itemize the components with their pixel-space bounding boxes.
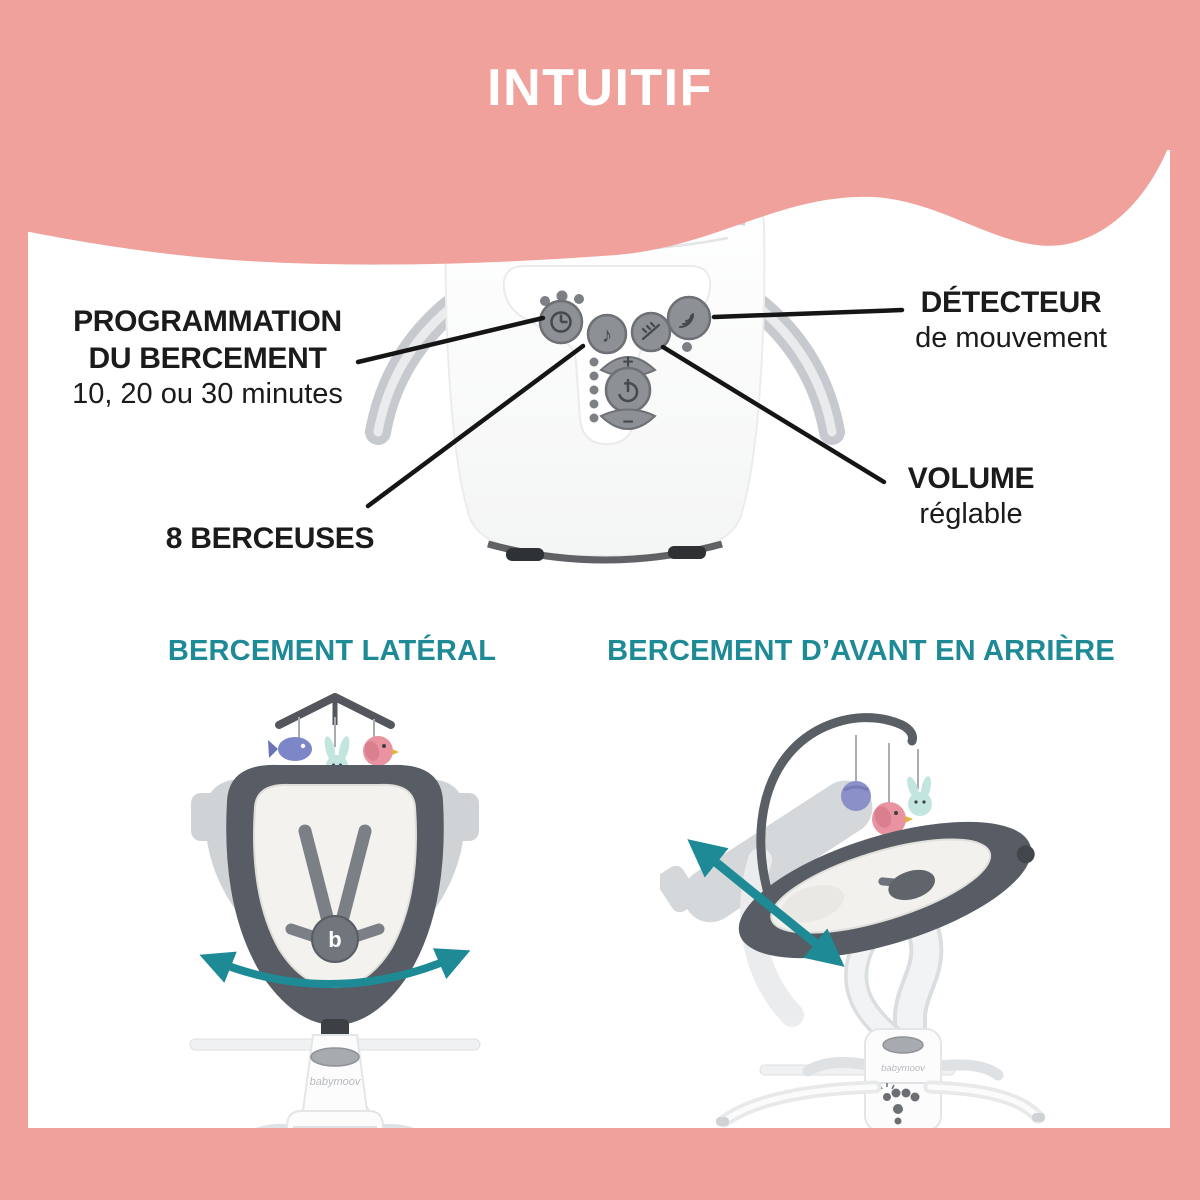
annotation-detector: DÉTECTEUR de mouvement [888, 284, 1134, 356]
base-button [310, 1047, 360, 1067]
swing-side-view-photo: babymoov [660, 713, 1045, 1139]
toy-arch [275, 693, 395, 747]
plus-icon: + [622, 352, 633, 373]
base-button [882, 1036, 924, 1054]
minus-icon: − [622, 412, 633, 433]
annotation-programming-line1: PROGRAMMATION [73, 305, 342, 338]
base-dots [879, 1083, 920, 1125]
music-button: ♪ [586, 313, 628, 355]
swing-front-view-photo: b babymoov [189, 693, 481, 1133]
brand-logo: babymoov [881, 1063, 926, 1074]
harness-buckle [888, 869, 936, 901]
toy-fish [268, 737, 312, 761]
heading-front-back: BERCEMENT D’AVANT EN ARRIÈRE [607, 635, 1115, 667]
swing-mode-icon [641, 321, 661, 341]
timer-icon [550, 311, 572, 333]
frame-border-right [1170, 0, 1200, 1200]
seat-clip [1016, 845, 1035, 864]
header-wave [0, 0, 1200, 265]
heading-lateral: BERCEMENT LATÉRAL [167, 635, 497, 667]
annotation-programming-line2: DU BERCEMENT [88, 342, 327, 375]
toy-arch [756, 713, 919, 898]
annotation-detector-label: DÉTECTEUR [920, 286, 1102, 319]
annotation-detector-sub: de mouvement [915, 322, 1107, 354]
pedestal: babymoov [285, 1034, 385, 1133]
annotation-lullabies: 8 BERCEUSES [156, 520, 384, 557]
lateral-swing-arrow [199, 948, 471, 988]
buckle-logo: b [328, 927, 341, 952]
music-note-icon: ♪ [602, 324, 613, 347]
brand-logo: babymoov [310, 1076, 362, 1088]
toy-bird [872, 802, 913, 836]
harness-buckle: b [311, 915, 359, 963]
front-back-swing-arrow [687, 839, 845, 967]
annotation-programming: PROGRAMMATION DU BERCEMENT 10, 20 ou 30 … [40, 303, 375, 412]
power-button [604, 366, 652, 414]
volume-leds [589, 357, 599, 423]
annotation-programming-sub: 10, 20 ou 30 minutes [72, 378, 343, 410]
toy-bunny [907, 776, 932, 816]
motion-sensor-button [666, 295, 712, 341]
motion-sensor-icon [679, 313, 694, 328]
timer-leds [540, 290, 584, 306]
page-title: INTUITIF [487, 59, 713, 117]
base: babymoov [864, 1028, 942, 1132]
toy-bird [363, 736, 399, 766]
annotation-volume: VOLUME réglable [874, 460, 1068, 532]
volume-minus-button: − [599, 408, 657, 433]
frame-border-bottom [0, 1128, 1200, 1200]
front-legs [716, 1080, 1045, 1128]
harness [285, 824, 385, 943]
annotation-lullabies-label: 8 BERCEUSES [165, 522, 375, 555]
annotation-volume-sub: réglable [919, 498, 1023, 530]
swing-mode-button [630, 311, 672, 353]
annotation-volume-label: VOLUME [907, 462, 1035, 495]
sensor-led [682, 342, 692, 352]
toy-ball [841, 781, 871, 811]
